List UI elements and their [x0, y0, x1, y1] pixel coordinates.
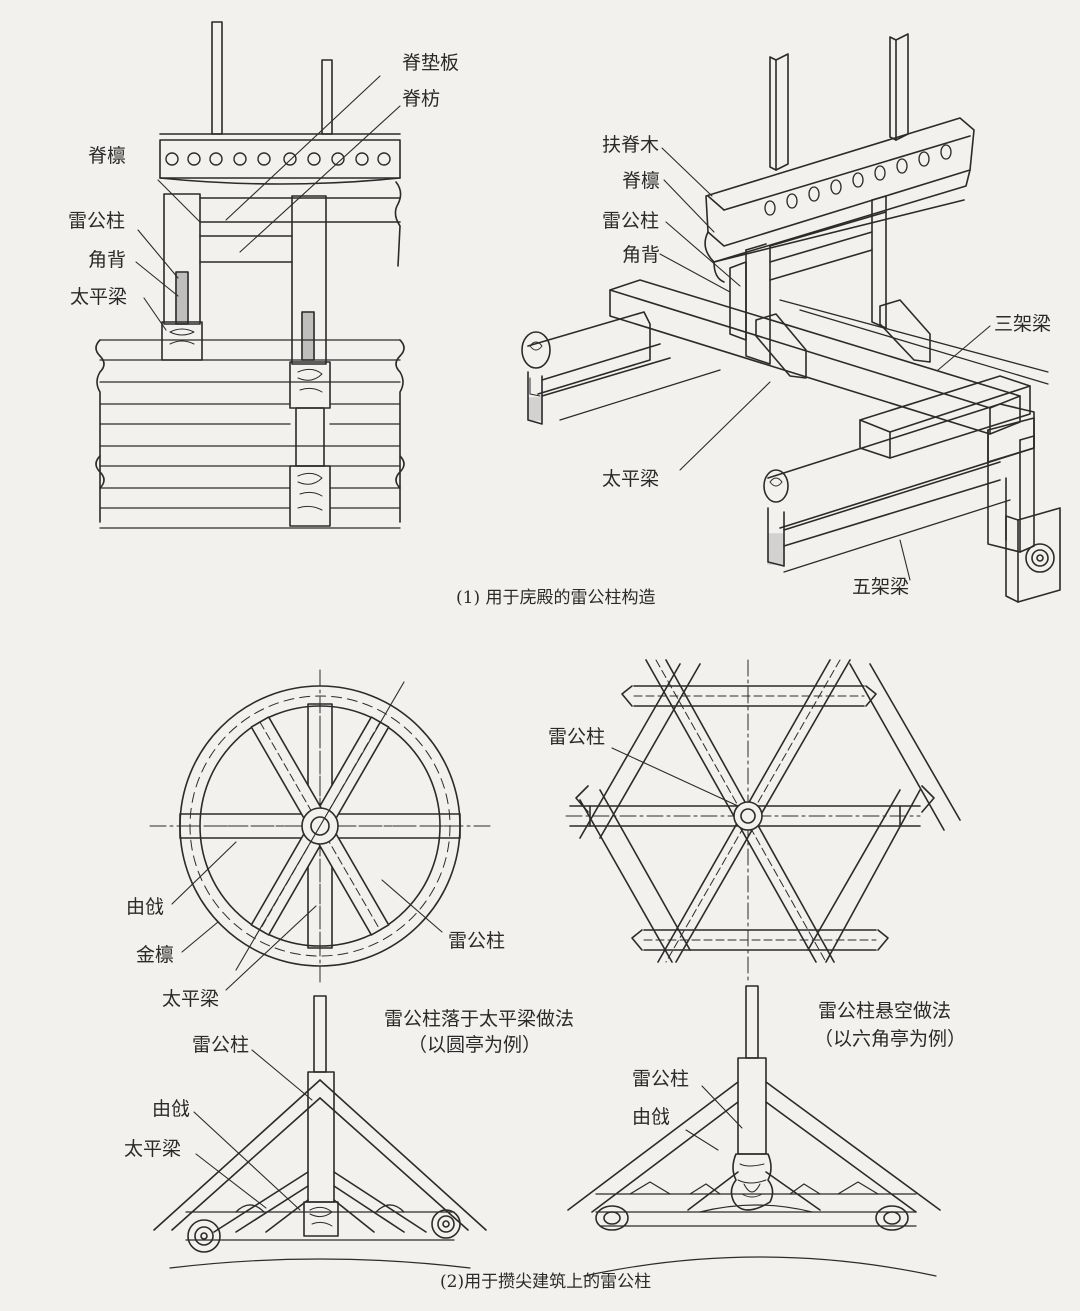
- panel1-elevation: [95, 21, 405, 529]
- label-ridge-tie: 脊枋: [402, 88, 441, 110]
- label-king-post-1l: 雷公柱: [68, 210, 126, 232]
- label-purlin-round: 金檩: [136, 944, 175, 966]
- label-collar-beam-1r: 太平梁: [602, 468, 660, 490]
- hex-pavilion-plan: [565, 659, 961, 981]
- hex-pavilion-elevation: [567, 985, 941, 1277]
- label-collar-beam-elev-l: 太平梁: [124, 1138, 182, 1160]
- label-hip-rafter-round: 由戗: [126, 896, 165, 918]
- label-king-post-round: 雷公柱: [448, 930, 506, 952]
- label-ridge-pad: 脊垫板: [402, 52, 460, 74]
- caption-round-line1: 雷公柱落于太平梁做法: [384, 1008, 575, 1030]
- caption-hex-line2: （以六角亭为例）: [814, 1028, 967, 1050]
- caption-panel2: (2)用于攒尖建筑上的雷公柱: [440, 1272, 652, 1292]
- label-brace-1l: 角背: [88, 249, 127, 271]
- panel1-isometric: [521, 33, 1061, 603]
- label-ridge-rider: 扶脊木: [602, 134, 660, 156]
- label-king-post-elev-l: 雷公柱: [192, 1034, 250, 1056]
- caption-round-line2: （以圆亭为例）: [408, 1034, 542, 1056]
- label-ridge-purlin-1r: 脊檩: [622, 170, 661, 192]
- label-king-post-hex: 雷公柱: [548, 726, 606, 748]
- label-king-post-elev-r: 雷公柱: [632, 1068, 690, 1090]
- label-hip-rafter-elev-l: 由戗: [152, 1098, 191, 1120]
- label-collar-beam-1l: 太平梁: [70, 286, 128, 308]
- label-ridge-purlin: 脊檩: [88, 145, 127, 167]
- label-king-post-1r: 雷公柱: [602, 210, 660, 232]
- caption-hex-line1: 雷公柱悬空做法: [818, 1000, 952, 1022]
- label-brace-1r: 角背: [622, 244, 661, 266]
- label-three-span-beam: 三架梁: [994, 313, 1052, 335]
- caption-panel1: (1) 用于庑殿的雷公柱构造: [456, 588, 656, 608]
- round-pavilion-plan: [149, 669, 491, 991]
- label-five-span-beam: 五架梁: [852, 576, 910, 598]
- label-hip-rafter-elev-r: 由戗: [632, 1106, 671, 1128]
- round-pavilion-elevation: [153, 995, 487, 1269]
- label-collar-beam-round: 太平梁: [162, 988, 220, 1010]
